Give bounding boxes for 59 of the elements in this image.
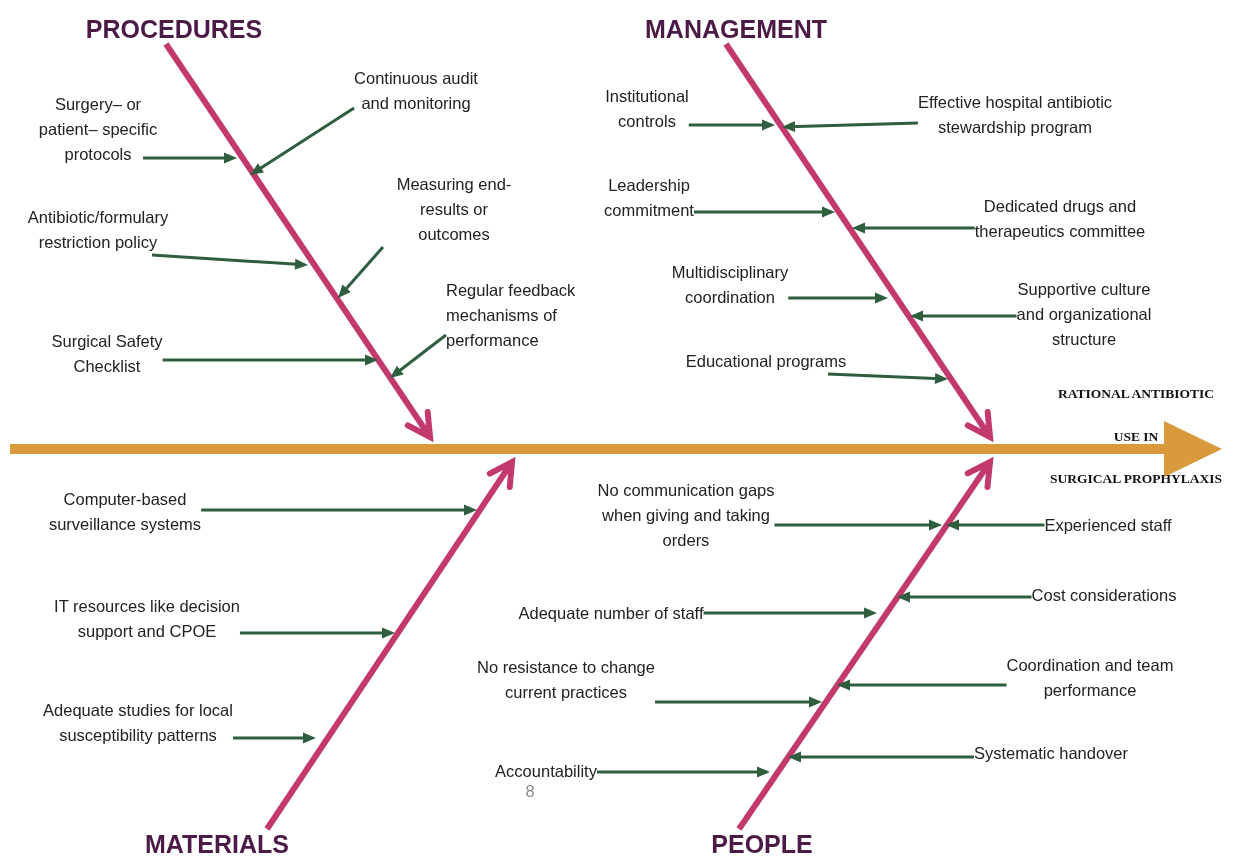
arrow — [693, 206, 835, 218]
arrow — [852, 222, 975, 234]
arrow — [338, 246, 385, 298]
arrow — [897, 591, 1032, 603]
cause-label: Computer-based surveillance systems — [48, 487, 202, 537]
category-heading: MATERIALS — [145, 829, 289, 859]
cause-label: Antibiotic/formulary restriction policy — [27, 205, 169, 255]
arrow — [788, 751, 974, 763]
cause-label: Surgery– or patient– specific protocols — [38, 92, 158, 167]
cause-label: Regular feedback mechanisms of performance — [446, 278, 576, 353]
cause-label: Educational programs — [685, 349, 847, 374]
cause-label: Accountability — [495, 759, 597, 784]
arrow — [946, 519, 1045, 531]
bone-arrow — [723, 42, 993, 440]
effect-label: RATIONAL ANTIBIOTIC USE IN SURGICAL PROPHYLAXIS — [1049, 373, 1223, 501]
cause-label: No communication gaps when giving and taking orders — [597, 478, 775, 553]
cause-label: Effective hospital antibiotic stewardship program — [917, 90, 1113, 140]
arrow — [390, 333, 447, 378]
spine-arrow — [10, 421, 1222, 477]
arrow — [782, 121, 918, 133]
category-heading: MANAGEMENT — [645, 14, 827, 44]
arrow — [837, 679, 1007, 691]
arrow — [703, 607, 877, 619]
bone-arrow — [264, 459, 515, 831]
arrow — [250, 106, 355, 175]
cause-label: Surgical Safety Checklist — [51, 329, 163, 379]
cause-label: Adequate studies for local susceptibility patterns — [43, 698, 233, 748]
cause-label: Systematic handover — [973, 741, 1129, 766]
category-heading: PEOPLE — [711, 829, 813, 859]
arrow — [788, 292, 888, 304]
cause-label: IT resources like decision support and CPOE — [54, 594, 240, 644]
arrow — [151, 253, 308, 270]
cause-label: Supportive culture and organizational structure — [1016, 277, 1152, 352]
page-number: 8 — [525, 781, 535, 802]
cause-label: Dedicated drugs and therapeutics committee — [974, 194, 1146, 244]
cause-label: Leadership commitment — [604, 173, 694, 223]
cause-label: Experienced staff — [1044, 513, 1172, 538]
arrow — [688, 119, 775, 131]
arrow — [827, 372, 948, 384]
arrow — [162, 354, 378, 366]
arrow — [143, 152, 237, 164]
cause-label: Continuous audit and monitoring — [354, 66, 478, 116]
cause-label: Coordination and team performance — [1006, 653, 1174, 703]
arrow — [596, 766, 770, 778]
cause-label: Institutional controls — [605, 84, 689, 134]
cause-label: Cost considerations — [1031, 583, 1177, 608]
category-heading: PROCEDURES — [85, 14, 263, 44]
bone-arrow — [736, 459, 993, 831]
arrow — [655, 696, 822, 708]
arrow — [774, 519, 942, 531]
cause-label: No resistance to change current practices — [477, 655, 655, 705]
cause-label: Adequate number of staff — [518, 601, 704, 626]
cause-label: Multidisciplinary coordination — [671, 260, 789, 310]
arrow — [910, 310, 1017, 322]
cause-label: Measuring end-results or outcomes — [383, 172, 525, 247]
arrow — [239, 627, 395, 639]
arrow — [232, 732, 316, 744]
bone-arrow — [163, 42, 433, 440]
arrow — [201, 504, 477, 516]
